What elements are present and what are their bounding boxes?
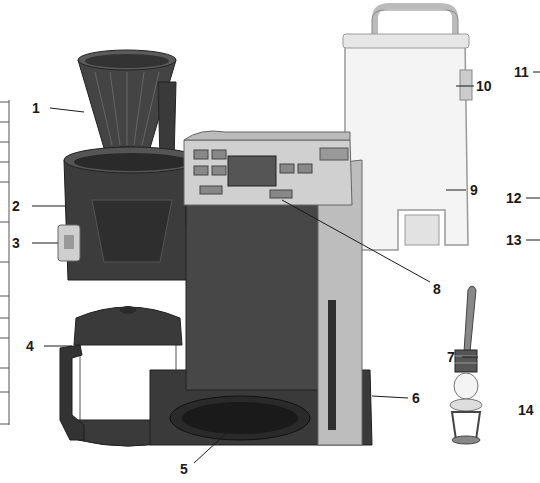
callout-number: 2 bbox=[12, 198, 20, 214]
callout-number: 6 bbox=[412, 390, 420, 406]
callout-number: 7 bbox=[447, 349, 455, 365]
callout-number: 5 bbox=[180, 461, 188, 477]
table-fragment bbox=[0, 100, 9, 425]
leader-lines bbox=[32, 72, 540, 463]
callout-number: 13 bbox=[506, 232, 522, 248]
coffee-maker-body bbox=[150, 131, 372, 445]
callout-number: 3 bbox=[12, 235, 20, 251]
cleaning-tool bbox=[450, 286, 482, 444]
callout-number: 1 bbox=[32, 100, 40, 116]
callout-number: 8 bbox=[433, 281, 441, 297]
callout-number: 4 bbox=[26, 338, 34, 354]
callout-number: 10 bbox=[476, 78, 492, 94]
callout-number: 12 bbox=[506, 190, 522, 206]
callout-number: 11 bbox=[514, 64, 529, 80]
callout-number: 14 bbox=[518, 402, 534, 418]
filter-basket bbox=[78, 50, 176, 160]
callout-number: 9 bbox=[470, 182, 478, 198]
